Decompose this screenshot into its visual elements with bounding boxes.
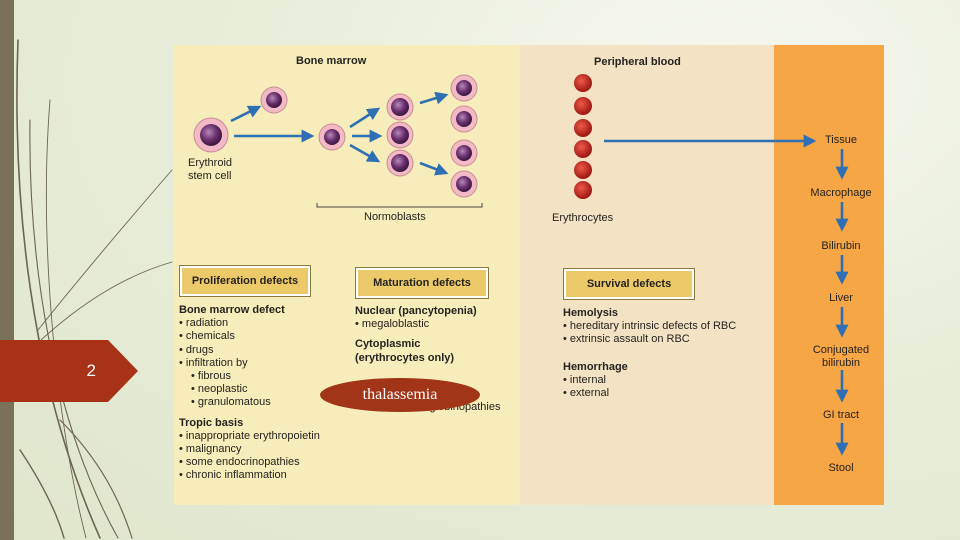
list-item: internal — [563, 374, 736, 387]
list-item: malignancy — [179, 443, 320, 456]
list-heading: Hemorrhage — [563, 360, 628, 373]
erythrocyte-column — [574, 74, 592, 199]
list-item: drugs — [179, 344, 320, 357]
clearance-liver: Liver — [829, 292, 853, 304]
list-heading: Bone marrow defect — [179, 304, 285, 316]
list-item: chronic inflammation — [179, 469, 320, 482]
clearance-stool: Stool — [828, 462, 854, 474]
survival-defects-list: Hemolysis hereditary intrinsic defects o… — [563, 307, 736, 400]
stem-cell — [193, 117, 229, 153]
clearance-tissue: Tissue — [825, 134, 857, 146]
survival-defects-box: Survival defects — [564, 269, 694, 299]
list-heading: Hemolysis — [563, 307, 619, 319]
list-item: extrinsic assault on RBC — [563, 333, 736, 346]
thalassemia-callout-label: thalassemia — [362, 386, 438, 403]
list-subitem: neoplastic — [179, 383, 320, 396]
normoblast-cells-col2 — [450, 74, 478, 198]
peripheral-blood-title: Peripheral blood — [594, 56, 681, 68]
early-cell — [260, 86, 288, 114]
normoblast-cells-col1 — [386, 93, 414, 177]
normoblasts-bracket — [316, 203, 483, 208]
proliferation-defects-list: Bone marrow defect radiation chemicals d… — [179, 304, 320, 483]
list-heading: Tropic basis — [179, 416, 244, 429]
list-item: some endocrinopathies — [179, 456, 320, 469]
list-item: megaloblastic — [355, 318, 477, 331]
clearance-panel — [774, 45, 884, 505]
maturation-defects-list: Nuclear (pancytopenia) megaloblastic Cyt… — [355, 305, 477, 365]
mid-cell — [318, 123, 346, 151]
clearance-macrophage: Macrophage — [810, 187, 872, 199]
anemia-pathophysiology-figure: Bone marrow Peripheral blood Erythroid s… — [174, 45, 884, 505]
list-item: infiltration by — [179, 357, 320, 370]
maturation-arrows — [230, 91, 449, 176]
slide-number: 2 — [86, 361, 96, 380]
clearance-bilirubin: Bilirubin — [821, 240, 861, 252]
list-item: radiation — [179, 317, 320, 330]
left-accent-bar — [0, 0, 14, 540]
clearance-conjugated: Conjugated — [812, 344, 870, 356]
proliferation-defects-box: Proliferation defects — [180, 266, 310, 296]
list-heading: (erythrocytes only) — [355, 351, 455, 364]
stem-cell-label-line2: stem cell — [188, 170, 232, 182]
cell-diagram — [193, 74, 849, 456]
list-subitem: granulomatous — [179, 396, 320, 409]
list-item: inappropriate erythropoietin — [179, 430, 320, 443]
list-heading: Nuclear (pancytopenia) — [355, 305, 477, 317]
list-heading: Cytoplasmic — [355, 338, 421, 351]
clearance-gi-tract: GI tract — [822, 409, 860, 421]
slide-number-tab — [0, 340, 138, 402]
list-item: hereditary intrinsic defects of RBC — [563, 320, 736, 333]
maturation-defects-box: Maturation defects — [356, 268, 488, 298]
stem-cell-label-line1: Erythroid — [188, 157, 233, 169]
erythrocytes-label: Erythrocytes — [552, 212, 614, 224]
list-subitem: fibrous — [179, 370, 320, 383]
normoblasts-label: Normoblasts — [364, 211, 426, 223]
clearance-conjugated-bilirubin: bilirubin — [822, 357, 860, 369]
thalassemia-callout: thalassemia — [320, 378, 480, 412]
list-item: chemicals — [179, 330, 320, 343]
list-item: external — [563, 387, 736, 400]
bone-marrow-title: Bone marrow — [296, 55, 367, 67]
